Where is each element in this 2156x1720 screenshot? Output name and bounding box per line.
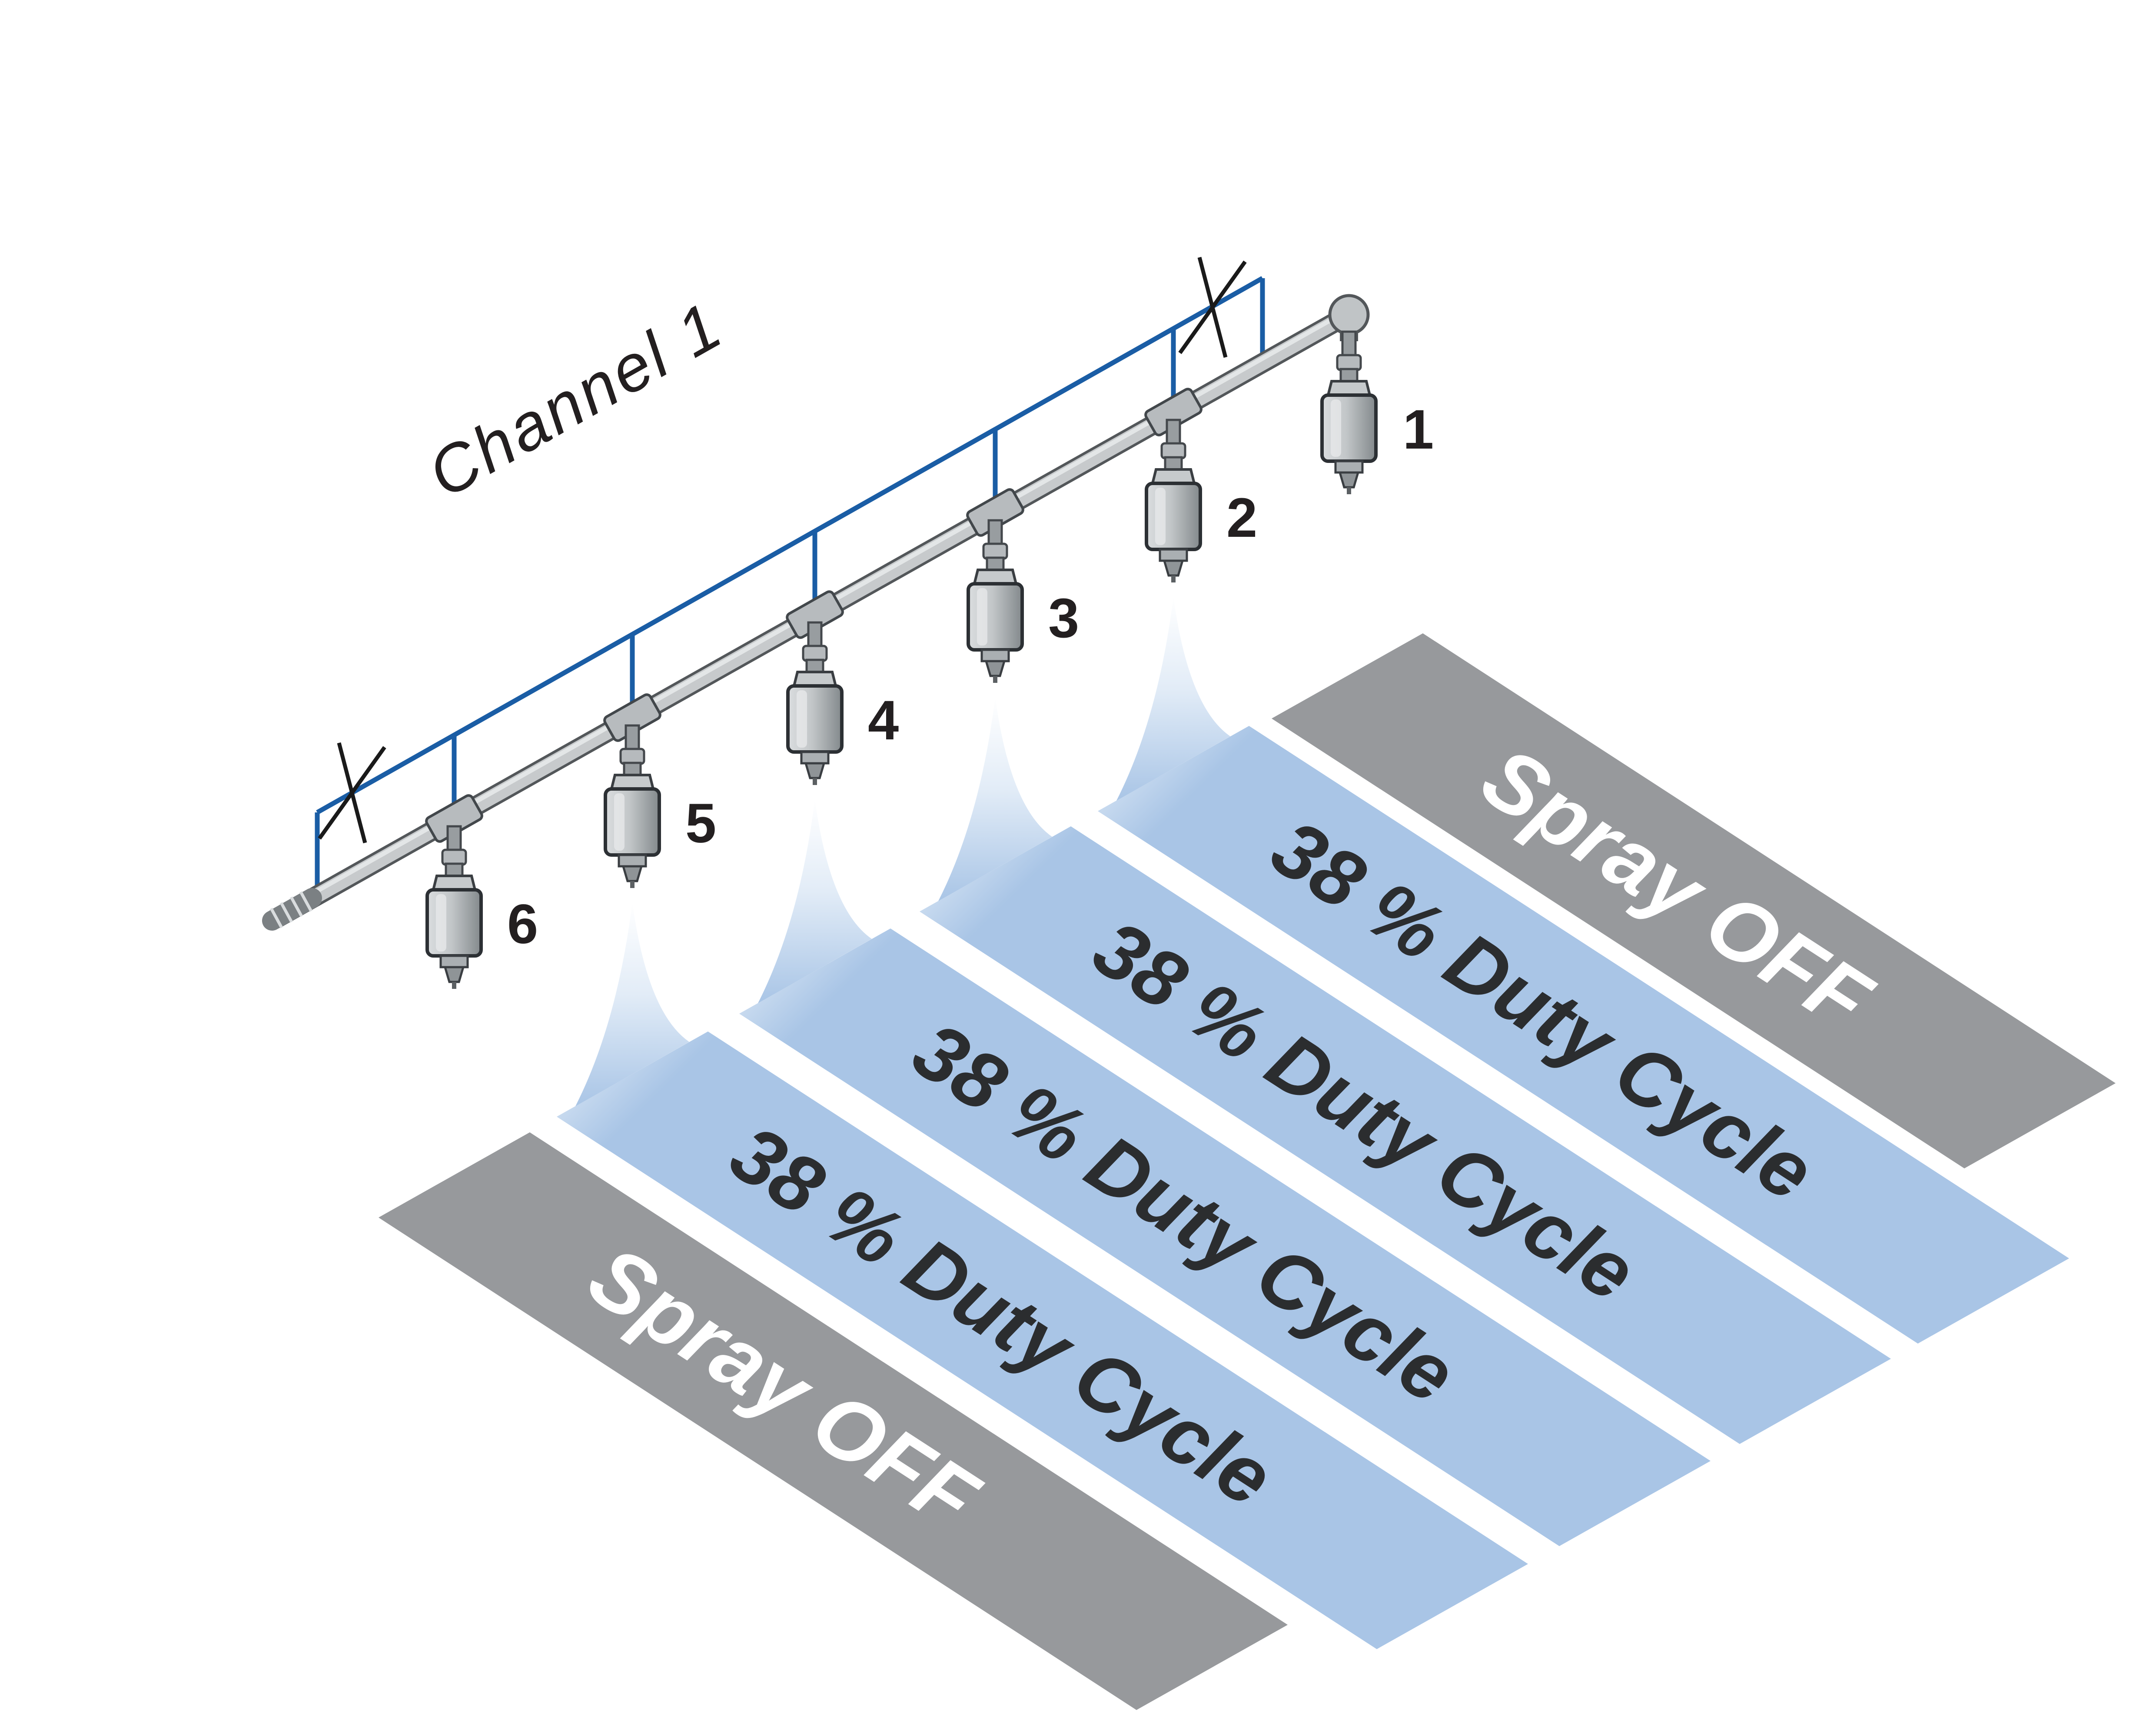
spray-plume-icon [758, 799, 872, 1003]
nozzle-number-6: 6 [507, 893, 538, 955]
spray-plume-icon [575, 902, 689, 1106]
nozzle-number-5: 5 [685, 792, 716, 855]
spray-plume-icon [1116, 597, 1230, 801]
cut-mark-icon [1178, 256, 1247, 358]
spray-plume-icon [938, 697, 1052, 901]
nozzle-number-4: 4 [868, 689, 899, 752]
nozzle-3 [968, 520, 1022, 683]
nozzle-4 [788, 622, 842, 785]
band-duty-cycle-2 [920, 826, 1891, 1444]
nozzle-6 [427, 826, 481, 989]
channel-label: Channel 1 [416, 288, 735, 512]
band-duty-cycle-1 [1098, 726, 2069, 1344]
nozzle-number-1: 1 [1403, 399, 1434, 461]
band-duty-cycle-3 [739, 928, 1711, 1546]
nozzle-5 [605, 725, 659, 888]
band-duty-cycle-4 [557, 1031, 1528, 1649]
nozzle-number-3: 3 [1048, 587, 1079, 649]
nozzle-number-2: 2 [1226, 487, 1257, 549]
nozzle-1 [1322, 332, 1376, 494]
pipe-thread-end [262, 888, 322, 931]
nozzle-2 [1146, 420, 1200, 582]
band-spray-off-top [1272, 633, 2116, 1168]
spray-coverage-bands [379, 597, 2116, 1710]
band-spray-off-bottom [379, 1132, 1288, 1710]
cut-mark-icon [318, 742, 386, 844]
